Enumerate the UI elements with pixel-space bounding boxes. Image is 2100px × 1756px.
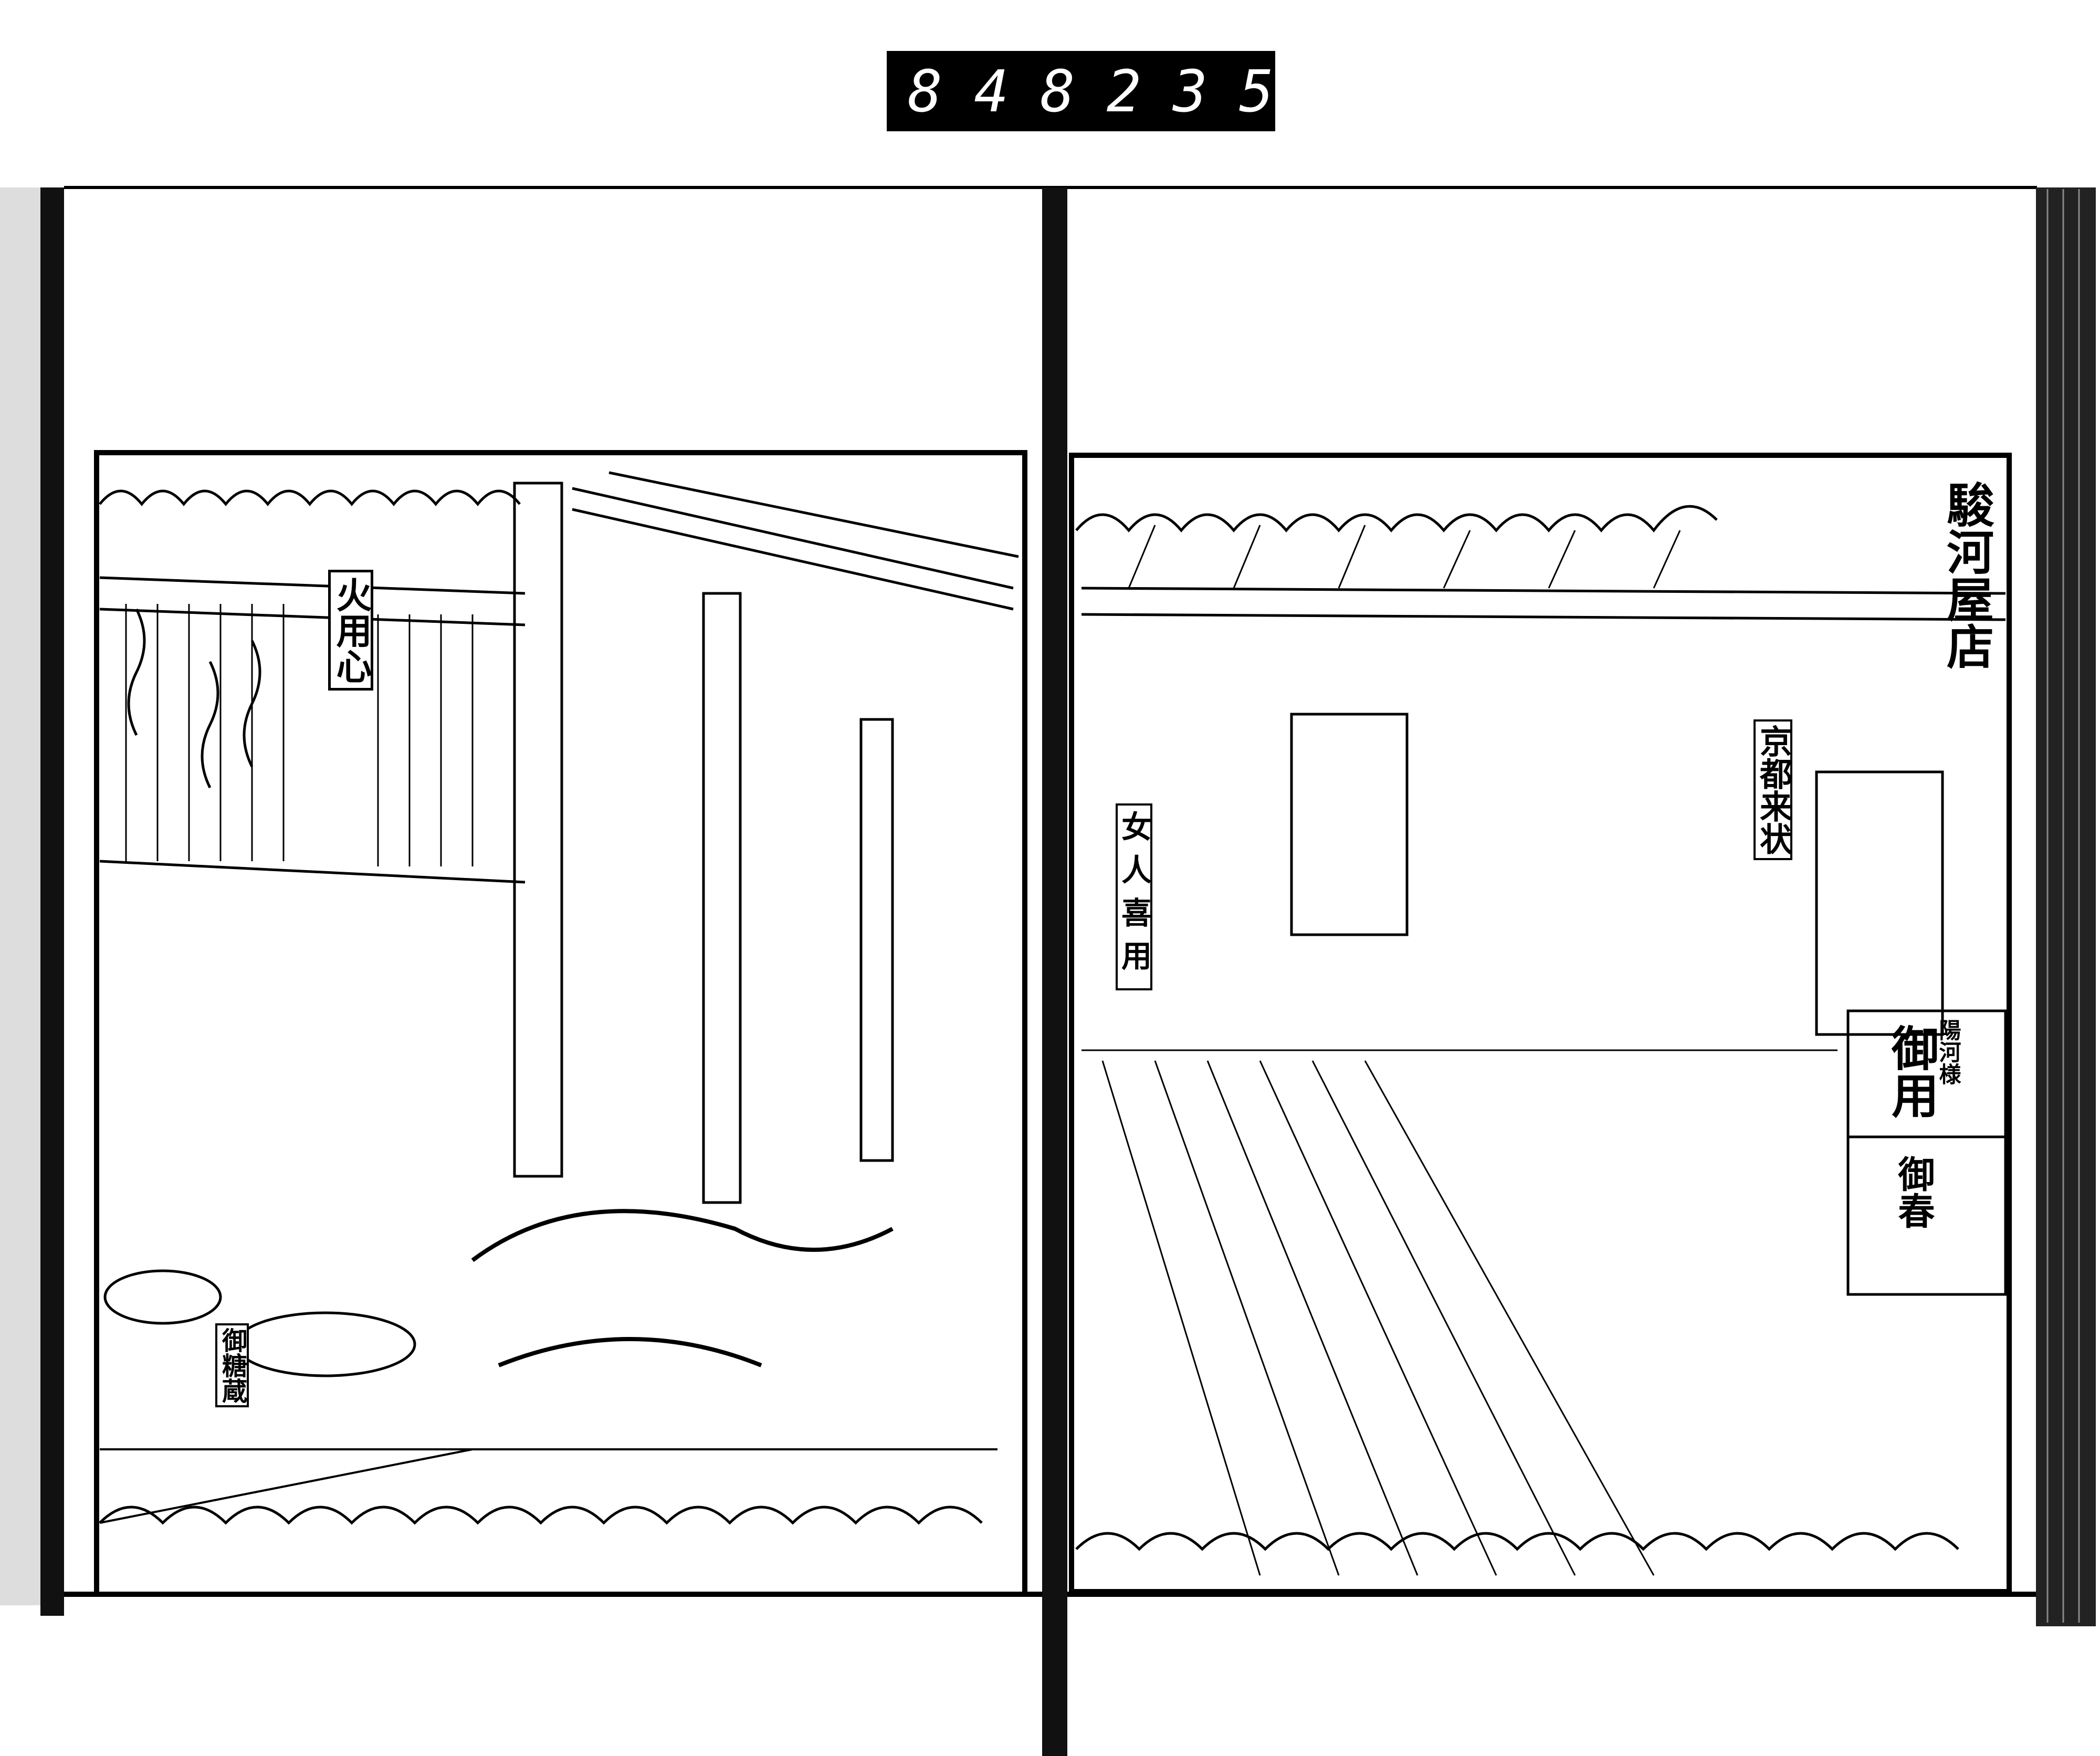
right-illustration-frame — [1069, 453, 2012, 1594]
patron-large-sign: 御用 — [1883, 1024, 1939, 1119]
catalog-number-label: 848 235. — [887, 51, 1340, 131]
center-gutter — [1042, 187, 1067, 1756]
right-page-edges — [2036, 187, 2096, 1626]
catalog-number-right: 235. — [1106, 57, 1372, 125]
catalog-number-left: 848 — [908, 57, 1107, 125]
women-sign: 女人喜用 — [1116, 803, 1152, 990]
lower-sign: 御春 — [1892, 1155, 1936, 1229]
left-book-edge — [40, 187, 64, 1616]
patron-small-sign: 陽河様 — [1936, 1019, 1961, 1085]
shop-caption: 駿河屋店 — [1938, 480, 1994, 670]
kyoto-letter-sign: 京都来状 — [1754, 719, 1792, 860]
shop-caption-name: 駿河屋店 — [1938, 480, 1994, 670]
fire-caution-sign: 火用心 — [328, 570, 373, 691]
scan-noise-left — [0, 187, 40, 1605]
storehouse-sign: 御糖蔵 — [215, 1323, 249, 1407]
illustration-lines — [99, 471, 2007, 1576]
